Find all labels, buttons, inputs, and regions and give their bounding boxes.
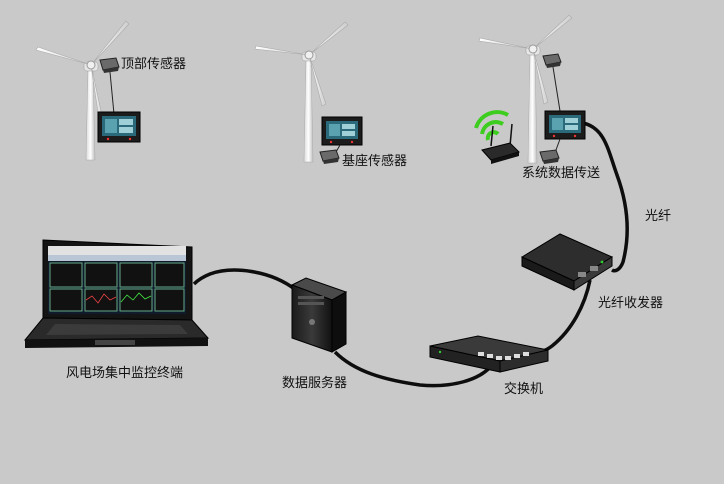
label-monitoring-terminal: 风电场集中监控终端 <box>66 366 184 381</box>
label-fiber: 光纤 <box>645 209 672 224</box>
top-sensor-device-1 <box>99 57 120 73</box>
monitor-unit-1 <box>97 111 141 143</box>
wind-turbine-2 <box>254 21 349 163</box>
cable-turbine-to-transceiver <box>582 121 629 273</box>
monitor-unit-3 <box>544 110 586 140</box>
laptop-terminal <box>23 239 210 348</box>
label-system-data-transmission: 系统数据传送 <box>522 166 601 181</box>
fiber-transceiver-device <box>520 233 614 291</box>
cable-transceiver-to-switch <box>535 279 592 353</box>
wind-turbine-1 <box>35 20 130 161</box>
base-sensor-device <box>319 149 340 164</box>
network-switch-device <box>429 335 549 373</box>
label-data-server: 数据服务器 <box>282 376 348 391</box>
label-switch: 交换机 <box>504 382 544 397</box>
wind-turbine-3 <box>478 14 573 164</box>
data-server-device <box>290 277 348 353</box>
label-top-sensor: 顶部传感器 <box>121 57 187 72</box>
monitor-unit-2 <box>321 116 363 146</box>
wifi-icon <box>474 110 509 141</box>
cable-switch-to-server <box>333 350 494 388</box>
label-base-sensor: 基座传感器 <box>342 154 408 169</box>
label-fiber-transceiver: 光纤收发器 <box>598 296 664 311</box>
base-sensor-device-3 <box>539 149 560 164</box>
top-sensor-device-3 <box>542 53 562 68</box>
cable-server-to-laptop <box>192 268 298 292</box>
wireless-router <box>481 123 520 164</box>
